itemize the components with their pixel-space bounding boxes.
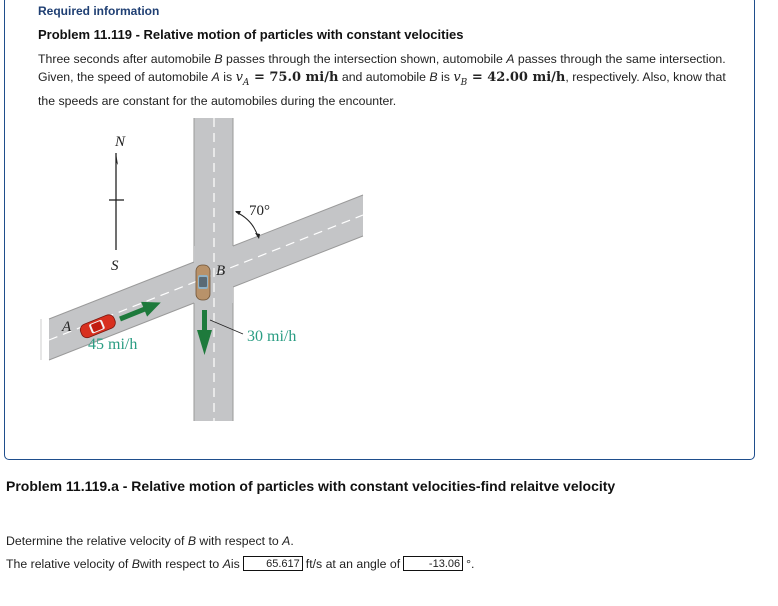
angle-label: 70° bbox=[249, 203, 270, 219]
va-equation: vA = 75.0 mi/h bbox=[235, 70, 339, 88]
car-a-icon bbox=[79, 314, 116, 339]
car-a-label: A bbox=[61, 319, 72, 335]
relative-velocity-input[interactable]: 65.617 bbox=[242, 556, 303, 571]
north-label: N bbox=[114, 134, 126, 150]
intersection-figure: N S 70° B 30 mi/h A bbox=[38, 115, 368, 440]
car-b-label: B bbox=[216, 263, 225, 279]
part-a-title: Problem 11.119.a - Relative motion of pa… bbox=[6, 478, 616, 494]
problem-description: Three seconds after automobile B passes … bbox=[38, 52, 726, 108]
angle-input[interactable]: -13.06 bbox=[403, 556, 464, 571]
required-information-label: Required information bbox=[38, 4, 160, 18]
speed-b-label: 30 mi/h bbox=[247, 328, 296, 345]
part-a-answer-line: The relative velocity of B with respect … bbox=[6, 556, 475, 571]
car-a-velocity-arrow-icon bbox=[119, 301, 161, 322]
car-b-velocity-arrow-icon bbox=[197, 310, 212, 355]
part-a-question: Determine the relative velocity of B wit… bbox=[6, 534, 294, 548]
vb-equation: vB = 42.00 mi/h bbox=[453, 70, 566, 88]
car-b-icon bbox=[195, 264, 211, 301]
south-label: S bbox=[111, 258, 119, 274]
problem-title: Problem 11.119 - Relative motion of part… bbox=[38, 27, 464, 42]
required-information-panel bbox=[4, 0, 755, 460]
speed-a-label: 45 mi/h bbox=[88, 336, 137, 353]
